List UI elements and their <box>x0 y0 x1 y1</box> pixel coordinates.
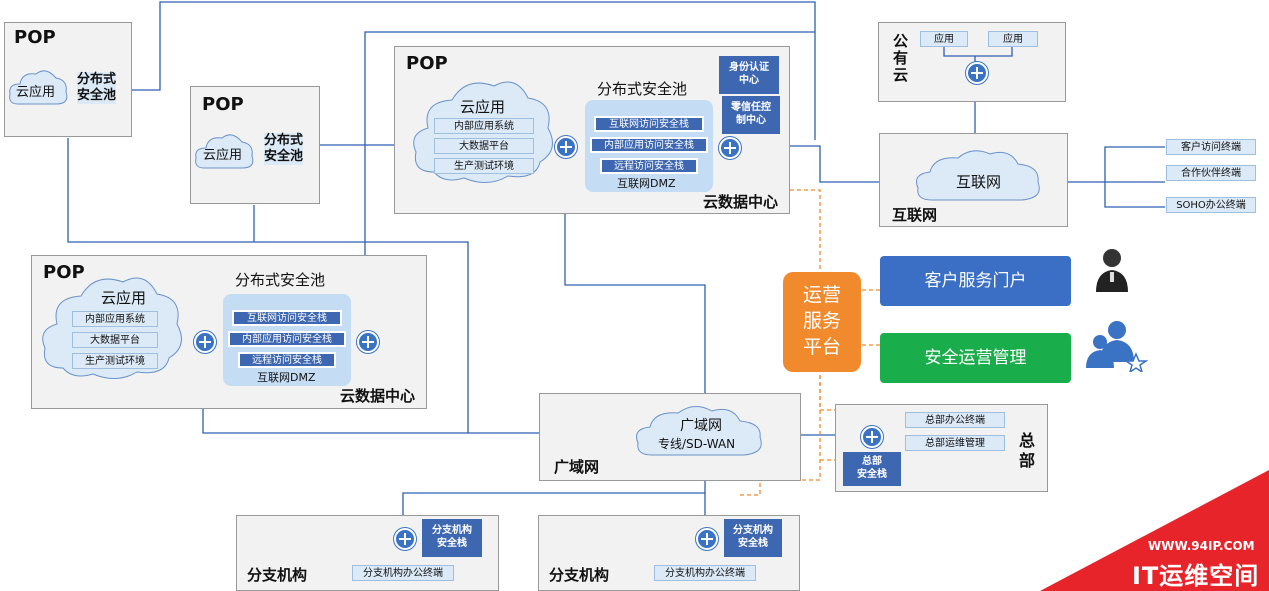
dist-pool-title: 分布式安全池 <box>235 271 326 289</box>
cloud-icon <box>916 150 1040 201</box>
pop-label: POP <box>14 27 56 48</box>
auth-center: 身份认证 中心 <box>719 56 779 94</box>
hq-terminal: 总部办公终端 <box>905 412 1005 428</box>
dist-pool-label: 分布式 安全池 <box>264 133 304 165</box>
cloud-app-label: 云应用 <box>460 98 506 116</box>
ops-platform: 运营 服务 平台 <box>783 272 861 372</box>
terminal-chip: 客户访问终端 <box>1166 139 1256 155</box>
router-icon <box>966 62 988 84</box>
router-icon <box>696 528 718 550</box>
wan-cloud-label: 广域网 <box>680 418 722 434</box>
router-icon <box>555 136 577 158</box>
cloud-icon <box>195 134 254 169</box>
dist-pool-label: 分布式 安全池 <box>77 72 117 104</box>
wan-label: 广域网 <box>554 458 600 476</box>
router-icon <box>394 528 416 550</box>
pop-label: POP <box>43 262 85 283</box>
customer-portal[interactable]: 客户服务门户 <box>880 256 1071 306</box>
internet-label: 互联网 <box>892 206 938 224</box>
terminal-chip: 合作伙伴终端 <box>1166 165 1256 181</box>
team-icon <box>1086 321 1148 372</box>
dc-label: 云数据中心 <box>340 387 416 405</box>
branch-terminal: 分支机构办公终端 <box>352 565 454 581</box>
zero-trust-center: 零信任控 制中心 <box>722 96 780 134</box>
user-icon <box>1096 249 1128 292</box>
router-icon <box>194 331 216 353</box>
internet-cloud-label: 互联网 <box>956 173 1002 191</box>
pop-label: POP <box>406 53 448 74</box>
cloud-icon <box>9 70 68 105</box>
security-ops[interactable]: 安全运营管理 <box>880 333 1071 383</box>
branch-security-stack: 分支机构 安全栈 <box>724 519 782 557</box>
security-stack: 内部应用访问安全栈 <box>228 331 346 347</box>
cloud-app-label: 云应用 <box>203 148 243 163</box>
dmz-label: 互联网DMZ <box>617 177 676 190</box>
wan-sub-label: 专线/SD-WAN <box>658 437 736 451</box>
watermark-text: IT运维空间 <box>1132 562 1260 590</box>
watermark-url: WWW.94IP.COM <box>1148 539 1255 553</box>
branch-terminal: 分支机构办公终端 <box>654 565 756 581</box>
app-chip: 内部应用系统 <box>72 311 158 327</box>
security-stack: 内部应用访问安全栈 <box>590 137 708 153</box>
security-stack: 远程访问安全栈 <box>238 352 336 368</box>
branch-security-stack: 分支机构 安全栈 <box>422 519 482 557</box>
app-chip: 大数据平台 <box>72 332 158 348</box>
security-stack: 互联网访问安全栈 <box>232 310 342 326</box>
cloud-app-label: 云应用 <box>101 289 147 307</box>
cloud-app-label: 云应用 <box>16 85 56 100</box>
dc-label: 云数据中心 <box>703 193 779 211</box>
router-icon <box>719 137 741 159</box>
app-chip: 应用 <box>920 31 968 47</box>
router-icon <box>861 426 883 448</box>
security-stack: 互联网访问安全栈 <box>594 116 704 132</box>
app-chip: 大数据平台 <box>434 138 534 154</box>
app-chip: 应用 <box>988 31 1038 47</box>
router-icon <box>357 331 379 353</box>
pop-label: POP <box>202 94 244 115</box>
public-cloud-label: 公 有 云 <box>893 32 909 84</box>
terminal-chip: SOHO办公终端 <box>1166 197 1256 213</box>
hq-label: 总 部 <box>1019 431 1036 470</box>
app-chip: 内部应用系统 <box>434 118 534 134</box>
app-chip: 生产测试环境 <box>72 353 158 369</box>
hq-security-stack: 总部 安全栈 <box>843 452 901 486</box>
branch-label: 分支机构 <box>247 566 308 584</box>
cloud-icon <box>636 406 762 456</box>
hq-terminal: 总部运维管理 <box>905 435 1005 451</box>
dist-pool-title: 分布式安全池 <box>597 80 688 98</box>
app-chip: 生产测试环境 <box>434 158 534 174</box>
branch-label: 分支机构 <box>549 566 610 584</box>
dmz-label: 互联网DMZ <box>257 371 316 384</box>
security-stack: 远程访问安全栈 <box>600 158 698 174</box>
